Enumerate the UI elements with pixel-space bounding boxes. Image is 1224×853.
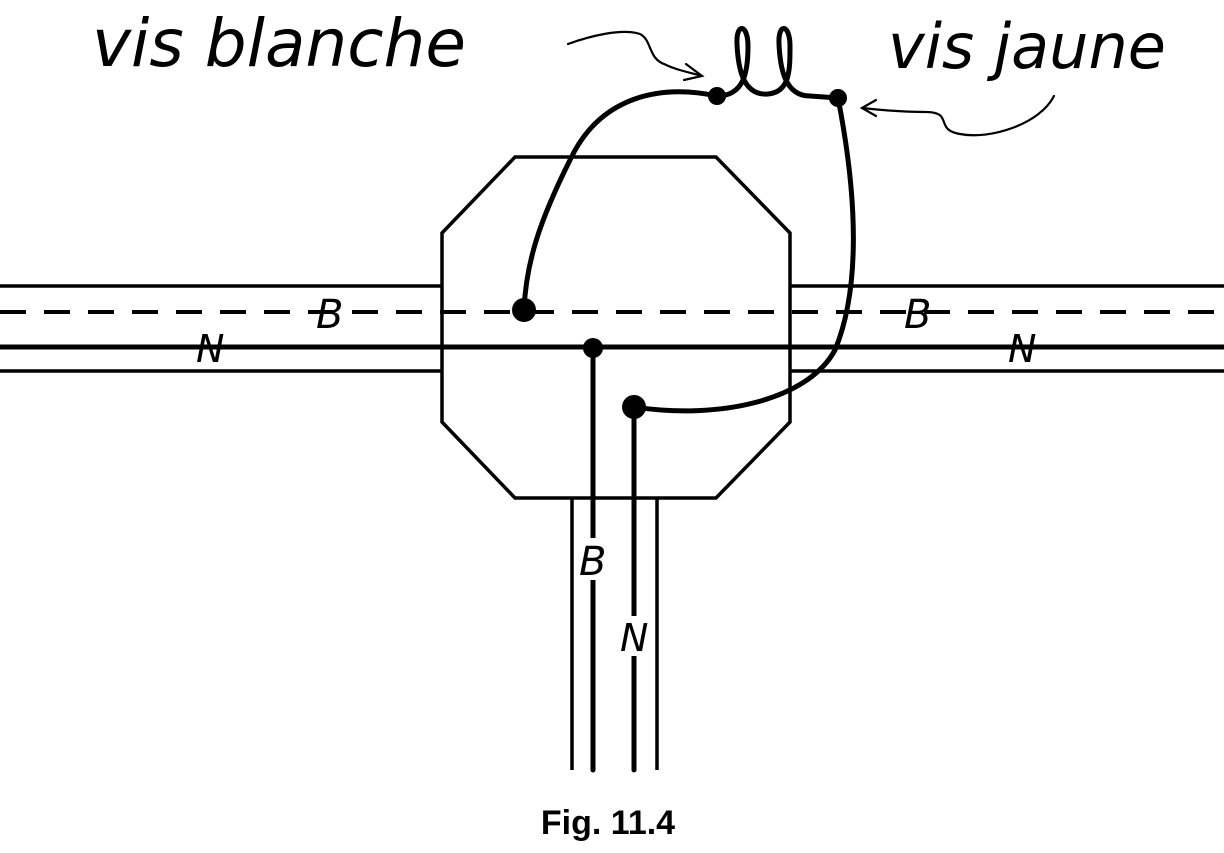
white-screw-label: vis blanche <box>92 5 466 82</box>
white-wire-label-right: B <box>904 292 931 338</box>
bottom-black-label-bg <box>620 616 650 656</box>
yellow-wire-junction <box>622 395 646 419</box>
black-wire-label-left: N <box>196 327 224 371</box>
white-screw-pointer <box>566 30 705 82</box>
black-wire-label-bottom: N <box>620 616 648 660</box>
yellow-screw-label: vis jaune <box>888 10 1166 83</box>
left-cable <box>0 284 442 373</box>
white-wire-label-left: B <box>316 292 343 338</box>
lamp-filament <box>714 26 841 101</box>
white-screw-pointer-head <box>682 62 705 82</box>
yellow-screw-pointer-line <box>860 94 1056 137</box>
bottom-white-label-bg <box>579 538 609 580</box>
white-screw-terminal <box>708 87 726 105</box>
figure-caption: Fig. 11.4 <box>541 804 675 842</box>
black-wire-label-right: N <box>1008 327 1036 371</box>
white-screw-pointer-line <box>566 30 704 78</box>
yellow-screw-wire <box>631 95 856 414</box>
black-wire-junction <box>583 338 603 358</box>
junction-box <box>440 155 792 500</box>
yellow-screw-pointer-head <box>859 98 878 118</box>
right-cable <box>790 284 1224 373</box>
yellow-screw-pointer <box>859 94 1056 137</box>
white-wire-junction <box>512 298 536 322</box>
white-screw-wire <box>521 89 720 313</box>
bottom-cable <box>570 498 659 770</box>
yellow-screw-terminal <box>829 89 847 107</box>
white-wire-label-bottom: B <box>579 539 606 585</box>
